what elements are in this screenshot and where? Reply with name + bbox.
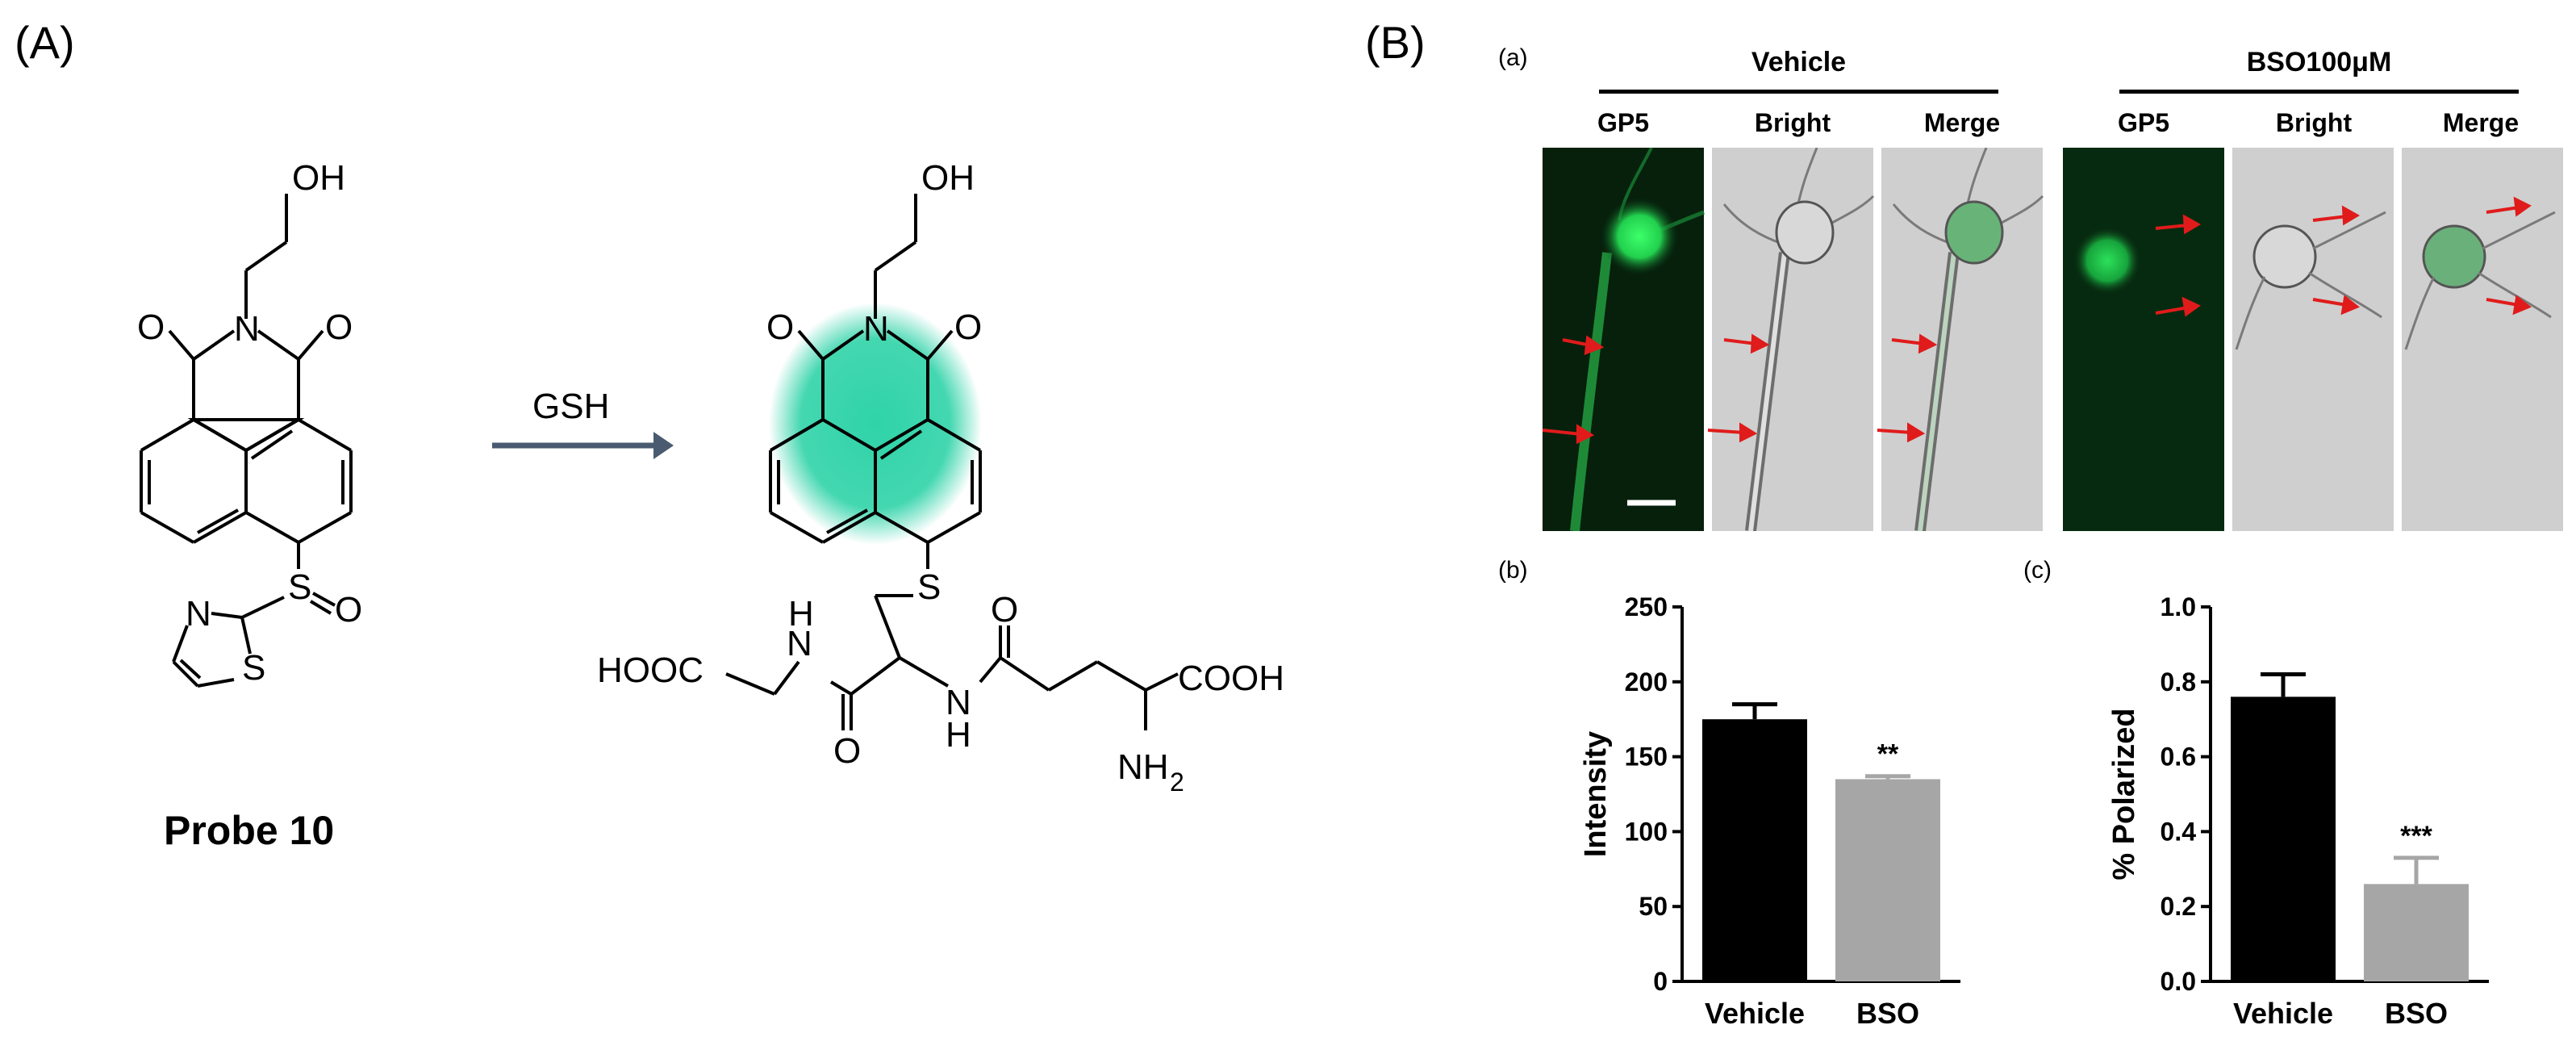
bar-bso [1835,779,1940,981]
svg-text:O: O [991,590,1018,630]
micrograph-row [1543,148,2563,531]
svg-text:O: O [833,731,861,771]
panel-a-chemistry: OH N O O S O N S GSH [137,158,1284,797]
bar-vehicle [1702,719,1807,981]
svg-text:N: N [186,594,211,634]
group-bar-bso [2119,90,2519,94]
svg-text:O: O [766,307,794,347]
y-tick-label: 0.2 [2161,892,2196,921]
image-bright-vehicle [1712,148,1875,531]
image-gp5-vehicle [1543,148,1705,531]
panel-b-label: (B) [1365,17,1426,68]
probe-10-atoms: OH N O O S O N S [137,158,362,688]
y-tick-label: 1.0 [2161,592,2196,621]
svg-text:N: N [863,309,889,349]
svg-text:N: N [234,309,260,349]
svg-text:H: H [788,594,814,634]
image-merge-bso [2402,148,2563,531]
group-header-vehicle: Vehicle [1751,47,1847,77]
panel-a-label: (A) [15,17,75,68]
y-tick-label: 100 [1625,817,1668,846]
svg-text:NH: NH [1117,747,1169,787]
x-tick-label: Vehicle [2233,997,2333,1030]
svg-text:N: N [787,624,812,663]
x-tick-label: BSO [2385,997,2448,1030]
svg-text:COOH: COOH [1178,659,1284,698]
col-merge-1: Merge [1923,108,2001,137]
col-merge-2: Merge [2442,108,2520,137]
image-bright-bso [2232,148,2394,531]
y-tick-label: 150 [1625,743,1668,772]
y-tick-label: 200 [1625,667,1668,697]
svg-text:S: S [288,567,311,607]
y-axis-label: Intensity [1579,731,1613,857]
subpanel-c-label: (c) [2023,557,2052,584]
y-tick-label: 0 [1653,967,1668,996]
svg-text:OH: OH [921,158,975,198]
svg-text:O: O [137,307,165,347]
reaction-reagent: GSH [532,387,609,426]
significance-marker: *** [2400,821,2432,851]
subpanel-a-label: (a) [1498,44,1528,71]
reaction-arrow-head [653,432,674,459]
group-bar-vehicle [1599,90,1998,94]
svg-text:O: O [954,307,982,347]
y-tick-label: 250 [1625,592,1668,621]
svg-text:S: S [242,648,265,688]
product-atoms: OH N O O S HOOC N H O N H O COOH NH 2 [597,158,1284,797]
svg-text:O: O [335,590,362,630]
red-arrows [1543,196,2532,445]
y-tick-label: 0.6 [2161,743,2196,772]
image-gp5-bso [2063,148,2224,531]
col-bright-1: Bright [1754,108,1831,137]
image-merge-vehicle [1881,148,2044,531]
svg-text:HOOC: HOOC [597,650,703,690]
y-tick-label: 0.4 [2161,817,2197,846]
group-header-bso: BSO100μM [2246,47,2392,77]
product-structure [725,194,1179,730]
col-gp5-2: GP5 [2117,108,2170,137]
svg-text:H: H [946,715,971,755]
probe-caption: Probe 10 [164,808,335,853]
bar-bso [2364,884,2469,981]
svg-text:2: 2 [1170,768,1184,797]
x-tick-label: Vehicle [1705,997,1805,1030]
y-tick-label: 0.8 [2161,667,2196,697]
y-tick-label: 0.0 [2161,967,2196,996]
y-axis-label: % Polarized [2107,708,2141,880]
y-tick-label: 50 [1639,892,1668,921]
x-tick-label: BSO [1856,997,1919,1030]
significance-marker: ** [1877,739,1899,770]
probe-10-structure [140,194,353,688]
svg-text:N: N [946,683,971,722]
bar-vehicle [2231,697,2336,981]
svg-text:OH: OH [292,158,345,198]
col-bright-2: Bright [2275,108,2353,137]
col-gp5-1: GP5 [1597,108,1650,137]
svg-text:O: O [325,307,353,347]
subpanel-b-label: (b) [1498,557,1528,584]
svg-text:S: S [917,567,941,607]
